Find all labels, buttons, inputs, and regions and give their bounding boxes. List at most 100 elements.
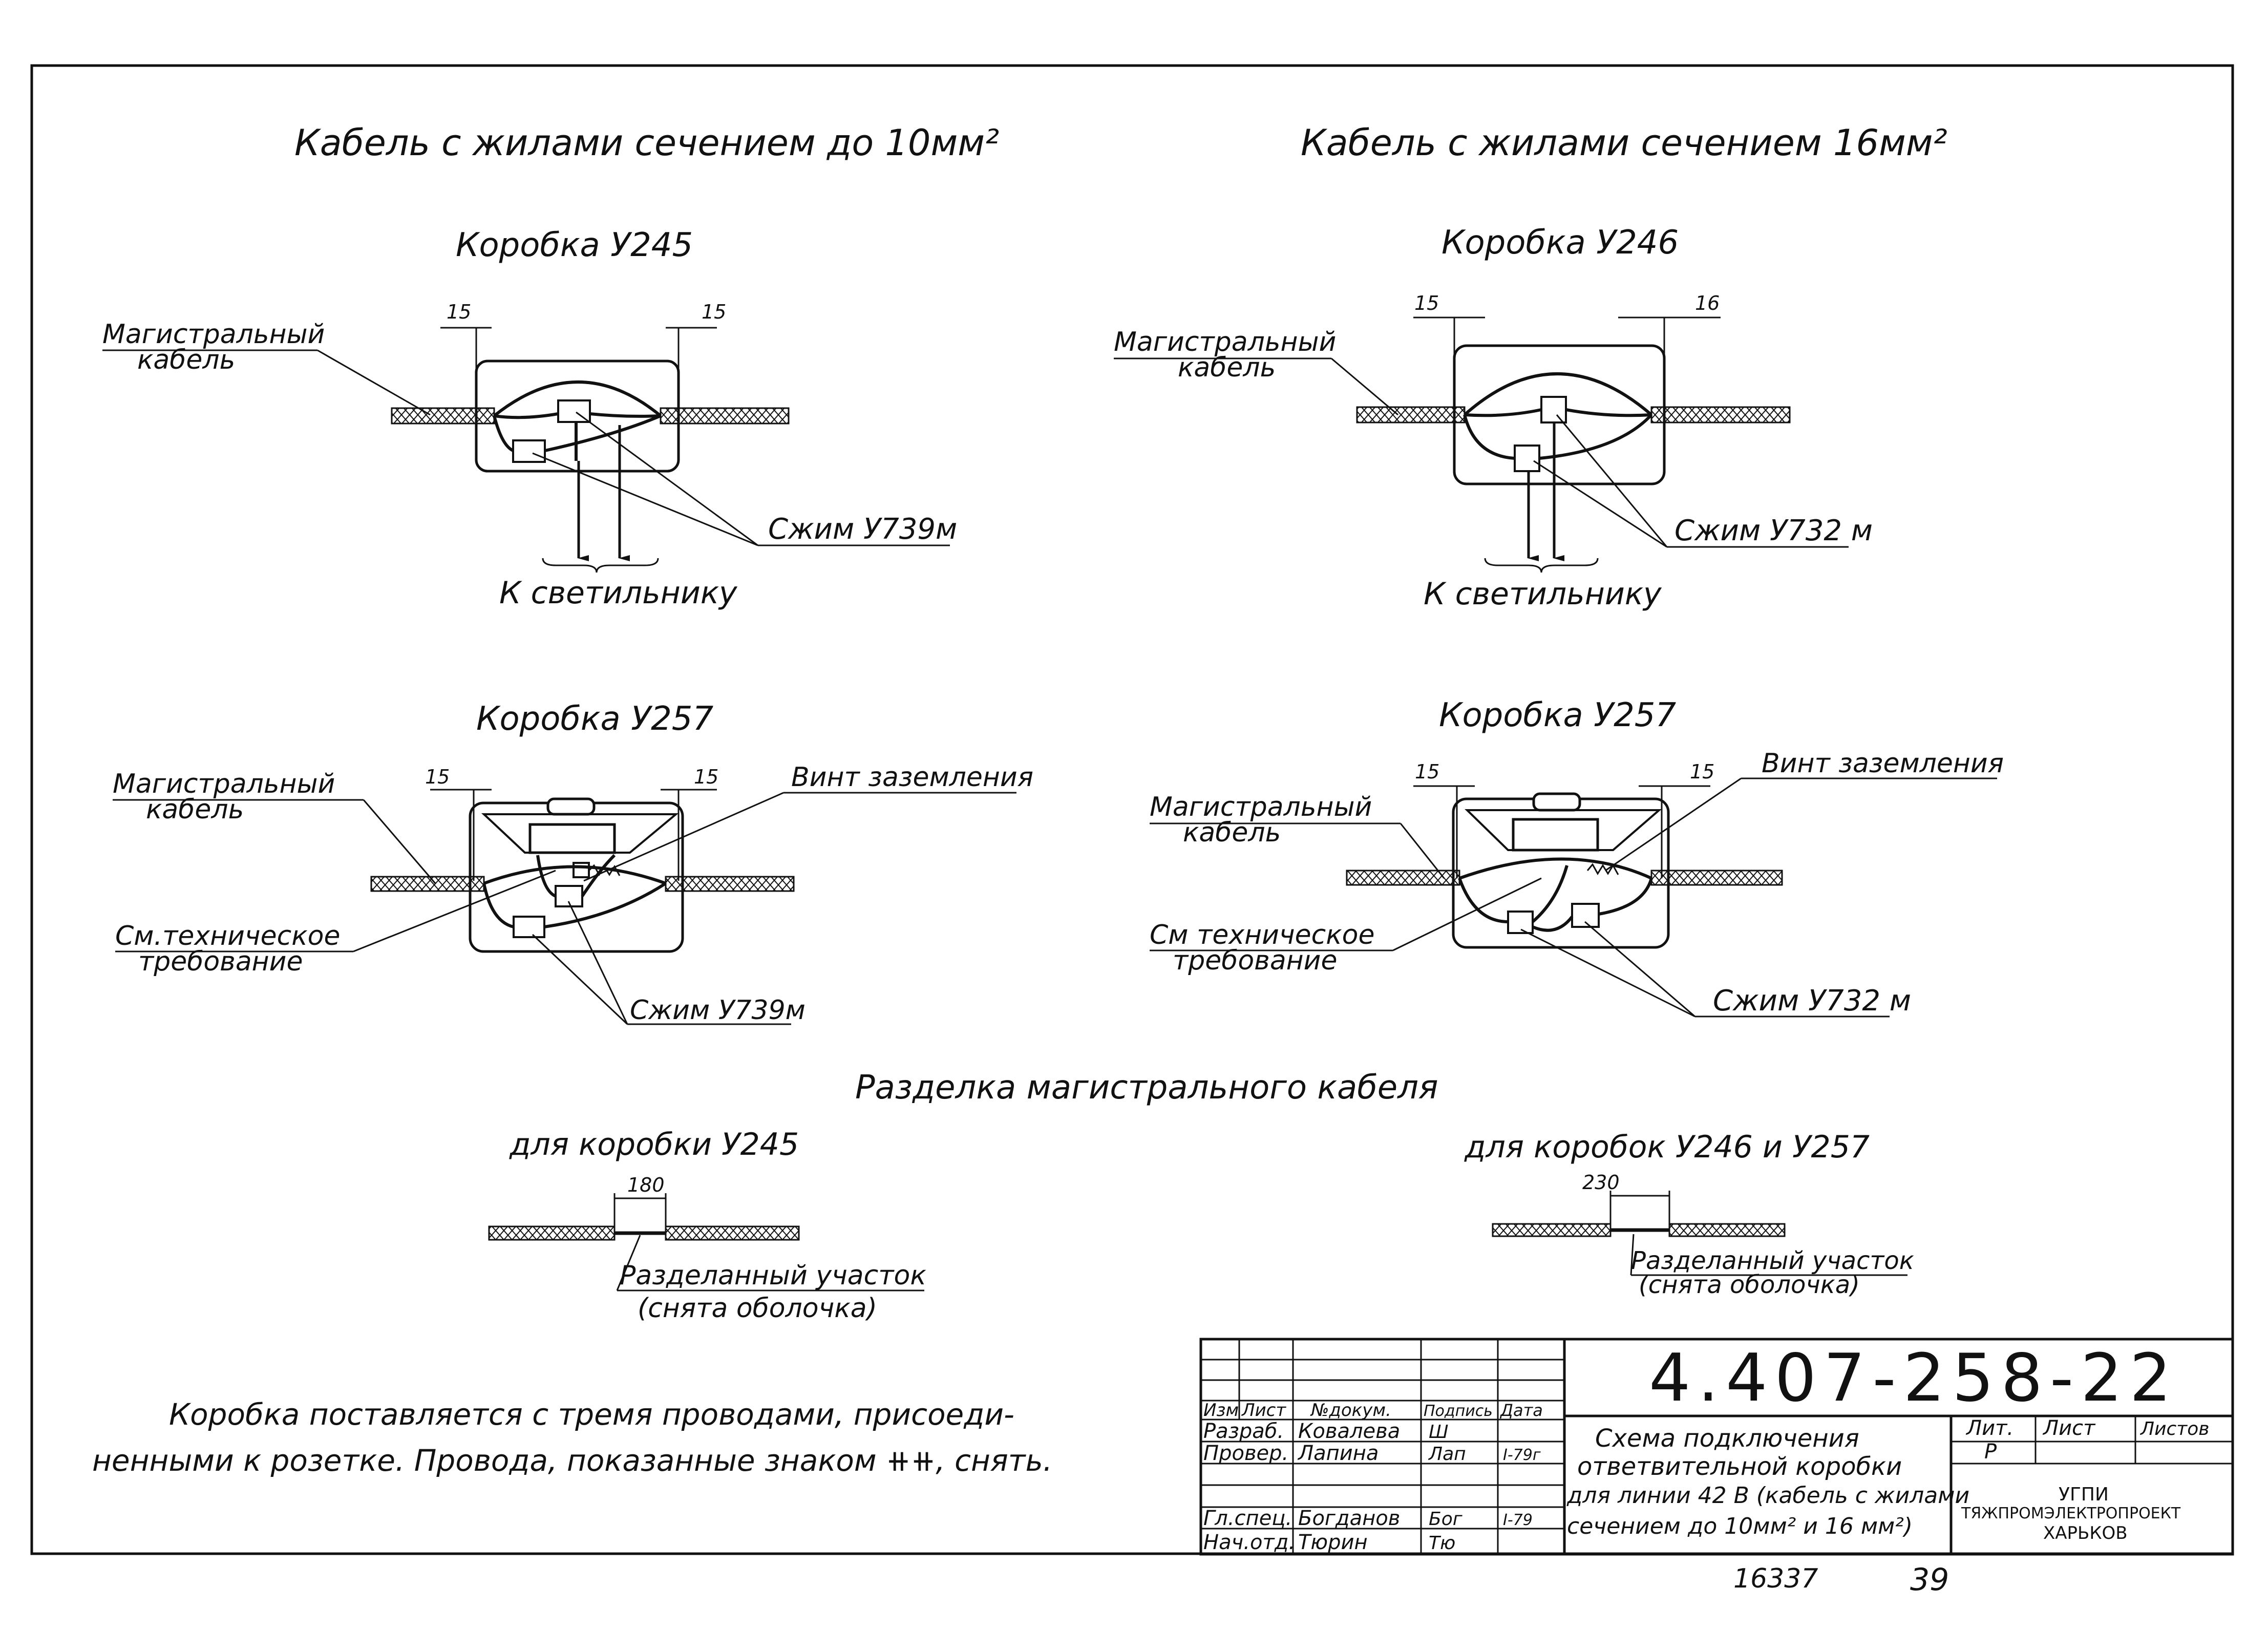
box-u257-left-clamp-2 xyxy=(513,916,545,938)
box-u257-right-dim-left: 15 xyxy=(1415,760,1439,783)
tb-row-3-role: Гл.спец. xyxy=(1203,1507,1292,1530)
tb-row-2-role: Провер. xyxy=(1203,1442,1288,1465)
stripping-right-cable-a xyxy=(1492,1223,1612,1237)
box-u246-dim-left: 15 xyxy=(1414,292,1439,314)
tb-col-docnum: №докум. xyxy=(1310,1400,1391,1421)
box-u246-clamp-2 xyxy=(1514,444,1540,472)
tb-description-4: сечением до 10мм² и 16 мм²) xyxy=(1567,1513,1913,1539)
tb-row-4-role: Нач.отд. xyxy=(1203,1531,1295,1554)
box-u245-dim-left: 15 xyxy=(447,301,471,323)
stripping-right-diagram: для коробок У246 и У257 230 Разделанный … xyxy=(1464,1129,1914,1299)
tb-lit-header: Лит. xyxy=(1965,1416,2013,1440)
tb-description-1: Схема подключения xyxy=(1595,1424,1859,1453)
tb-col-date: Дата xyxy=(1499,1401,1543,1420)
box-u246-diagram: Коробка У246 15 16 К светильнику Магистр… xyxy=(1114,224,1873,612)
stripping-left-title: для коробки У245 xyxy=(509,1127,799,1162)
right-heading: Кабель с жилами сечением 16мм² xyxy=(1301,122,1947,164)
tb-row-3-name: Богданов xyxy=(1298,1507,1400,1530)
box-u257-left-dim-right: 15 xyxy=(694,766,718,788)
tb-row-2-sign: Лап xyxy=(1428,1444,1466,1465)
box-u246-dim-right: 16 xyxy=(1695,292,1720,314)
stripping-left-cable-a xyxy=(488,1225,616,1241)
tb-lit-value: Р xyxy=(1984,1440,1997,1464)
tb-col-izm: Изм xyxy=(1203,1400,1239,1421)
box-u246-output-label: К светильнику xyxy=(1424,576,1662,612)
box-u246-title: Коробка У246 xyxy=(1442,224,1679,262)
box-u257-right-cable-left xyxy=(1346,870,1460,886)
box-u246-cable-label-1: Магистральный xyxy=(1114,327,1336,357)
stripping-right-dim: 230 xyxy=(1582,1171,1620,1194)
tb-description-3: для линии 42 В (кабель с жилами xyxy=(1566,1483,1969,1509)
stripping-right-label-2: (снята оболочка) xyxy=(1639,1271,1860,1299)
box-u257-left-socket xyxy=(528,823,616,854)
box-u257-left-cable-left xyxy=(370,876,485,892)
box-u245-cable-left xyxy=(391,407,495,425)
box-u245-clamp-2 xyxy=(512,439,546,463)
tb-col-sign: Подпись xyxy=(1424,1402,1493,1420)
stripping-left-dim: 180 xyxy=(627,1174,665,1196)
box-u257-right-cable-right xyxy=(1650,870,1783,886)
box-u257-right-cable-label-2: кабель xyxy=(1183,817,1281,848)
box-u257-right-cable-label-1: Магистральный xyxy=(1150,792,1372,822)
box-u257-right-screw-label: Винт заземления xyxy=(1762,748,2004,779)
box-u257-right-socket xyxy=(1512,818,1599,852)
stripping-right-label-1: Разделанный участок xyxy=(1631,1246,1914,1275)
box-u257-left-diagram: Коробка У257 15 15 Магистральный кабель … xyxy=(113,700,1033,1026)
box-u246-cable-left xyxy=(1356,406,1466,424)
box-u246-clamp-1 xyxy=(1540,396,1567,424)
box-u257-right-title: Коробка У257 xyxy=(1439,696,1677,734)
box-u257-right-clamp-2 xyxy=(1507,911,1534,934)
tb-sheet-header: Лист xyxy=(2042,1416,2096,1440)
tb-col-list: Лист xyxy=(1241,1400,1286,1421)
tb-row-1-sign: Ш xyxy=(1429,1422,1449,1443)
tb-description-2: ответвительной коробки xyxy=(1577,1452,1902,1481)
box-u257-right-tech-label-1: См техническое xyxy=(1150,920,1374,950)
stripping-left-cable-b xyxy=(665,1225,800,1241)
box-u245-cable-label-1: Магистральный xyxy=(102,319,325,350)
tb-row-2-date: I-79г xyxy=(1503,1446,1541,1464)
box-u257-left-clamp-label: Сжим У739м xyxy=(630,995,806,1026)
left-heading: Кабель с жилами сечением до 10мм² xyxy=(294,122,999,164)
tb-sheets-header: Листов xyxy=(2139,1419,2209,1440)
box-u245-title: Коробка У245 xyxy=(456,226,693,264)
stripping-left-label-1: Разделанный участок xyxy=(620,1260,926,1291)
tb-row-4-name: Тюрин xyxy=(1298,1531,1368,1554)
tb-doc-number: 4.407-258-22 xyxy=(1649,1340,2178,1416)
stripping-heading: Разделка магистрального кабеля xyxy=(855,1069,1438,1107)
box-u245-diagram: Коробка У245 15 15 К светильнику Магистр… xyxy=(102,226,957,611)
box-u257-left-screw-head xyxy=(546,797,596,816)
box-u257-left-cable-right xyxy=(665,876,795,892)
tb-row-1-role: Разраб. xyxy=(1203,1420,1284,1443)
footer-page: 39 xyxy=(1910,1562,1949,1598)
tb-row-1-name: Ковалева xyxy=(1298,1420,1400,1443)
tb-org-3: ХАРЬКОВ xyxy=(2043,1523,2128,1543)
box-u257-left-cable-label-1: Магистральный xyxy=(113,769,335,799)
box-u257-right-clamp-1 xyxy=(1571,903,1600,928)
footer-inventory: 16337 xyxy=(1733,1563,1818,1594)
stripping-left-label-2: (снята оболочка) xyxy=(638,1293,877,1324)
box-u246-cable-right xyxy=(1650,406,1791,424)
stripping-right-cable-b xyxy=(1668,1223,1786,1237)
box-u246-clamp-label: Сжим У732 м xyxy=(1674,514,1873,547)
box-u257-right-screw-head xyxy=(1532,792,1581,812)
box-u257-left-cable-label-2: кабель xyxy=(146,794,244,825)
tb-row-3-date: I-79 xyxy=(1503,1511,1533,1529)
box-u245-cable-right xyxy=(660,407,790,425)
note-line-1: Коробка поставляется с тремя проводами, … xyxy=(169,1397,1014,1432)
box-u257-right-diagram: Коробка У257 15 15 Магистральный кабель … xyxy=(1150,696,2004,1018)
tb-org-2: ТЯЖПРОМЭЛЕКТРОПРОЕКТ xyxy=(1961,1505,2181,1522)
stripping-left-diagram: для коробки У245 180 Разделанный участок… xyxy=(488,1127,926,1324)
tb-row-4-sign: Тю xyxy=(1429,1533,1455,1554)
box-u257-right-clamp-label: Сжим У732 м xyxy=(1713,984,1911,1018)
sheet-frame xyxy=(30,64,2234,1555)
box-u257-left-tech-label-1: См.техническое xyxy=(115,921,340,951)
box-u245-output-label: К светильнику xyxy=(499,575,738,611)
stripping-right-title: для коробок У246 и У257 xyxy=(1464,1129,1870,1165)
tb-org-1: УГПИ xyxy=(2059,1484,2109,1505)
box-u257-right-dim-right: 15 xyxy=(1690,760,1714,783)
box-u246-cable-label-2: кабель xyxy=(1178,352,1276,383)
title-block: Изм Лист №докум. Подпись Дата Разраб. Ко… xyxy=(1199,1338,2234,1556)
box-u257-left-screw-label: Винт заземления xyxy=(791,762,1033,793)
note-line-2: ненными к розетке. Провода, показанные з… xyxy=(92,1443,1052,1478)
